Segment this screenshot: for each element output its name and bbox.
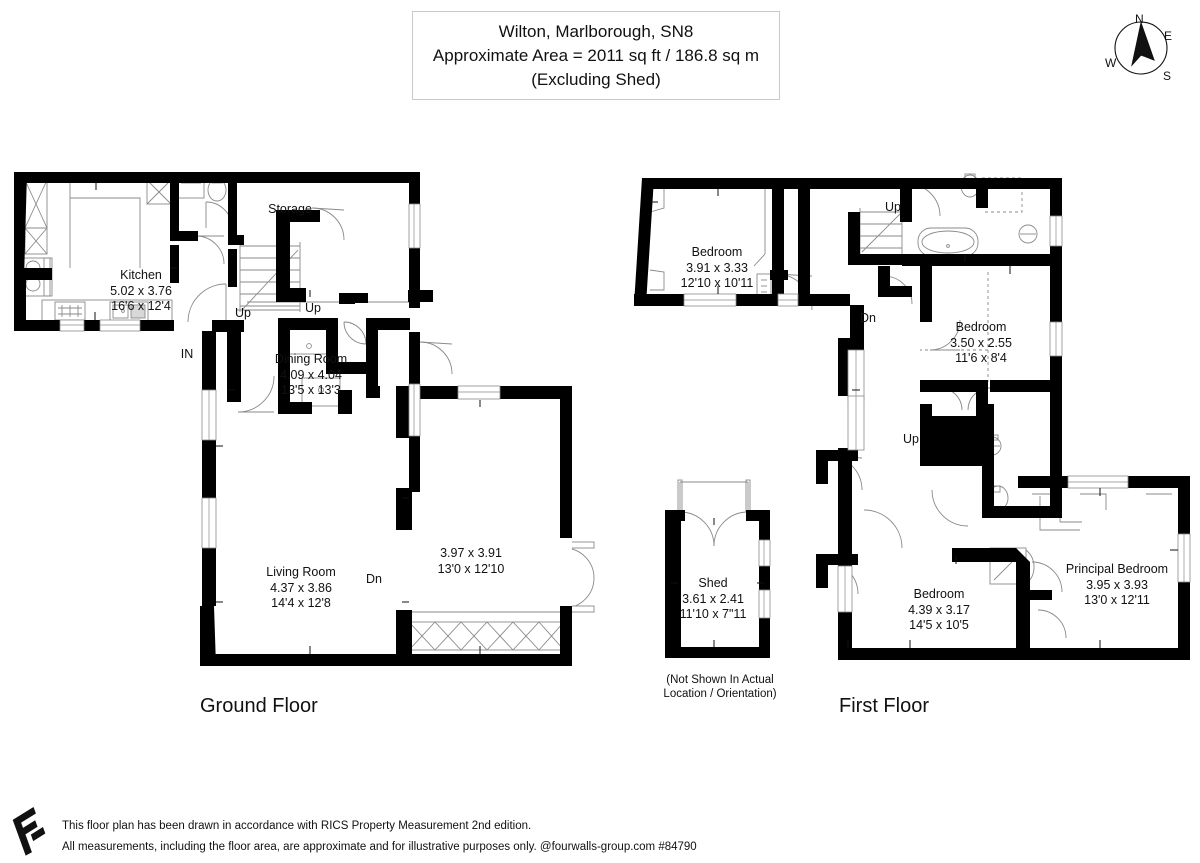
title-box: Wilton, Marlborough, SN8 Approximate Are… bbox=[412, 11, 780, 100]
marker-up-hall: Up bbox=[235, 306, 251, 320]
marker-dn-first: Dn bbox=[860, 311, 876, 325]
first-floor-walls bbox=[634, 178, 1190, 660]
shed-location-note: (Not Shown In Actual Location / Orientat… bbox=[663, 674, 777, 700]
first-dimension-ticks bbox=[650, 188, 1178, 648]
compass-label-n: N bbox=[1135, 12, 1144, 26]
shed-door-swings bbox=[677, 479, 751, 547]
compass-icon: N E S W bbox=[1105, 12, 1172, 83]
ground-floor-title: Ground Floor bbox=[200, 695, 318, 717]
ground-floor-walls bbox=[14, 172, 572, 666]
shed-plan bbox=[665, 479, 771, 658]
approximate-area: Approximate Area = 2011 sq ft / 186.8 sq… bbox=[432, 45, 760, 65]
property-address: Wilton, Marlborough, SN8 bbox=[498, 21, 694, 41]
marker-dn-living: Dn bbox=[366, 572, 382, 586]
shed-windows bbox=[758, 539, 771, 619]
footer-disclaimer: This floor plan has been drawn in accord… bbox=[62, 816, 822, 858]
compass-rose: N E S W bbox=[1100, 8, 1182, 88]
first-bedroom1-fixtures bbox=[649, 186, 772, 301]
marker-up-second: Up bbox=[903, 432, 919, 446]
footer-line-1: This floor plan has been drawn in accord… bbox=[62, 820, 532, 832]
compass-label-s: S bbox=[1163, 69, 1171, 83]
first-bedroom2-fixtures bbox=[920, 272, 989, 382]
footer-line-2: All measurements, including the floor ar… bbox=[62, 841, 697, 853]
ground-floor-windows bbox=[59, 203, 572, 606]
first-floor-windows bbox=[683, 215, 1191, 613]
shed-walls bbox=[665, 510, 770, 658]
first-floor-plan bbox=[634, 173, 1191, 660]
first-floor-outline bbox=[642, 178, 1190, 660]
compass-label-w: W bbox=[1105, 56, 1117, 70]
area-exclusion-note: (Excluding Shed) bbox=[531, 69, 661, 89]
shed-dimension-ticks bbox=[671, 518, 764, 647]
ground-floor-outline bbox=[14, 172, 572, 666]
first-floor-title: First Floor bbox=[839, 695, 929, 717]
ground-dimension-ticks bbox=[94, 183, 481, 654]
marker-entrance: IN bbox=[180, 347, 194, 361]
marker-up-storage: Up bbox=[305, 301, 321, 315]
compass-label-e: E bbox=[1164, 29, 1172, 43]
fourwalls-logo-icon bbox=[12, 806, 46, 856]
marker-up-first-landing: Up bbox=[885, 200, 901, 214]
ground-floor-plan bbox=[14, 172, 595, 666]
